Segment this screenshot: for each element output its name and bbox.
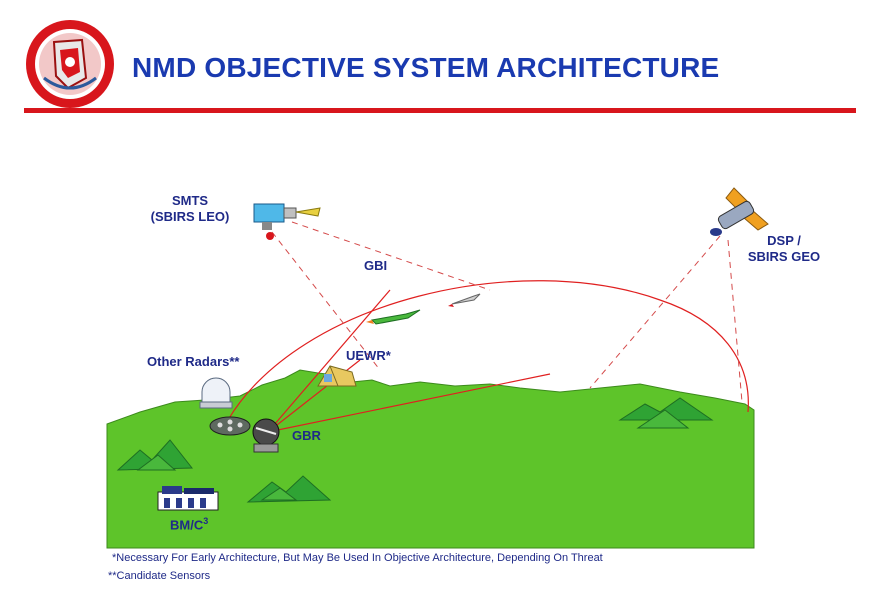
bmc3-label-text: BM/C bbox=[170, 517, 204, 533]
radome-icon bbox=[199, 377, 233, 409]
smts-label: SMTS (SBIRS LEO) bbox=[142, 193, 238, 225]
gbi-interceptor-icon bbox=[366, 309, 421, 325]
gbr-radar-icon bbox=[252, 418, 280, 453]
dsp-label-line1: DSP / bbox=[767, 233, 801, 248]
dsp-satellite-icon bbox=[710, 187, 769, 236]
gbr-track-line-1 bbox=[267, 289, 391, 433]
silo-field-icon bbox=[209, 416, 251, 436]
terrain bbox=[106, 369, 755, 549]
smts-label-line1: SMTS bbox=[171, 193, 209, 208]
mountains-left bbox=[116, 439, 332, 503]
dsp-label-line2: SBIRS GEO bbox=[747, 249, 821, 264]
gbr-track-line-2 bbox=[267, 373, 551, 433]
uewr-label: UEWR* bbox=[346, 348, 391, 363]
smts-satellite-icon bbox=[253, 203, 321, 240]
sensor-links bbox=[271, 221, 743, 403]
smts-label-line2: (SBIRS LEO) bbox=[150, 209, 230, 224]
bmc3-label-sup: 3 bbox=[203, 516, 209, 526]
title-divider bbox=[24, 108, 856, 113]
bmc3-label: BM/C3 bbox=[170, 516, 208, 532]
gbr-label: GBR bbox=[292, 428, 321, 443]
warhead-icon bbox=[448, 293, 481, 307]
other-radars-label: Other Radars** bbox=[147, 354, 240, 369]
mountains-right bbox=[618, 397, 714, 429]
intercept-lines bbox=[227, 280, 749, 433]
ballistic-trajectory bbox=[227, 280, 749, 421]
page-title: NMD OBJECTIVE SYSTEM ARCHITECTURE bbox=[132, 52, 720, 83]
gbi-label: GBI bbox=[364, 258, 388, 273]
dsp-label: DSP / SBIRS GEO bbox=[736, 233, 832, 265]
uewr-radar-icon bbox=[317, 365, 357, 387]
footnote-candidate-sensors: **Candidate Sensors bbox=[108, 570, 211, 582]
bmc3-building-icon bbox=[157, 486, 219, 511]
bmd-seal-icon bbox=[24, 18, 116, 110]
footnote-early-architecture: *Necessary For Early Architecture, But M… bbox=[112, 552, 603, 564]
